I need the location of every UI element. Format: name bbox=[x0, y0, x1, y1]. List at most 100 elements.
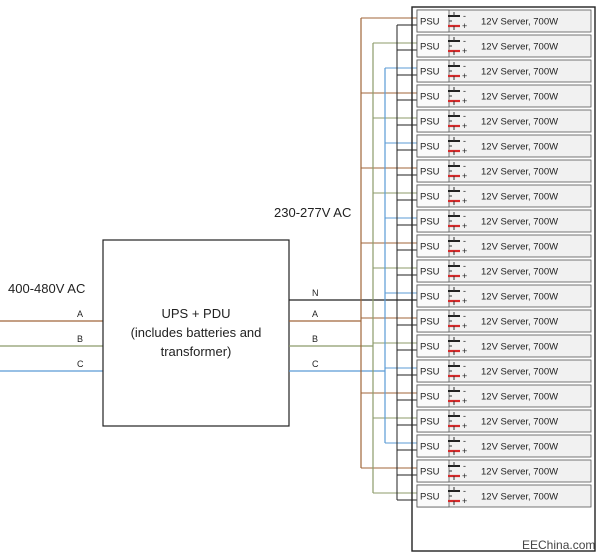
server-row: PSU -+12V Server, 700W bbox=[416, 284, 592, 308]
positive-sign: + bbox=[462, 346, 467, 356]
server-row: PSU-+12V Server, 700W bbox=[416, 434, 592, 458]
positive-sign: + bbox=[462, 171, 467, 181]
server-row: PSU-+12V Server, 700W bbox=[416, 309, 592, 333]
psu-label: PSU bbox=[420, 467, 440, 478]
server-row: PSU-+12V Server, 700W bbox=[416, 209, 592, 233]
negative-sign: - bbox=[463, 361, 466, 371]
server-description: 12V Server, 700W bbox=[481, 317, 558, 328]
positive-sign: + bbox=[462, 196, 467, 206]
server-row: PSU -+12V Server, 700W bbox=[416, 159, 592, 183]
negative-sign: - bbox=[463, 186, 466, 196]
server-row: PSU-+12V Server, 700W bbox=[416, 34, 592, 58]
server-description: 12V Server, 700W bbox=[481, 92, 558, 103]
negative-sign: - bbox=[463, 36, 466, 46]
server-rack bbox=[411, 6, 596, 552]
psu-label: PSU bbox=[420, 392, 440, 403]
negative-sign: - bbox=[463, 136, 466, 146]
psu-label: PSU bbox=[420, 17, 440, 28]
watermark: EEChina.com bbox=[522, 538, 595, 552]
positive-sign: + bbox=[462, 471, 467, 481]
psu-label: PSU bbox=[420, 492, 440, 503]
server-description: 12V Server, 700W bbox=[481, 242, 558, 253]
server-description: 12V Server, 700W bbox=[481, 292, 558, 303]
negative-sign: - bbox=[463, 161, 466, 171]
psu-label: PSU bbox=[420, 167, 440, 178]
psu-label: PSU bbox=[420, 367, 440, 378]
server-description: 12V Server, 700W bbox=[481, 192, 558, 203]
positive-sign: + bbox=[462, 246, 467, 256]
negative-sign: - bbox=[463, 486, 466, 496]
server-row: PSU-+12V Server, 700W bbox=[416, 384, 592, 408]
psu-label: PSU bbox=[420, 42, 440, 53]
server-description: 12V Server, 700W bbox=[481, 42, 558, 53]
output-label-a: A bbox=[312, 309, 318, 319]
positive-sign: + bbox=[462, 96, 467, 106]
psu-label: PSU bbox=[420, 67, 440, 78]
server-description: 12V Server, 700W bbox=[481, 342, 558, 353]
server-row: PSU -+12V Server, 700W bbox=[416, 184, 592, 208]
input-label-a: A bbox=[77, 309, 83, 319]
input-voltage-label: 400-480V AC bbox=[8, 281, 85, 296]
positive-sign: + bbox=[462, 396, 467, 406]
positive-sign: + bbox=[462, 146, 467, 156]
server-description: 12V Server, 700W bbox=[481, 167, 558, 178]
server-description: 12V Server, 700W bbox=[481, 142, 558, 153]
psu-label: PSU bbox=[420, 442, 440, 453]
server-row: PSU -+12V Server, 700W bbox=[416, 359, 592, 383]
output-voltage-label: 230-277V AC bbox=[274, 205, 351, 220]
server-row: PSU-+12V Server, 700W bbox=[416, 9, 592, 33]
positive-sign: + bbox=[462, 421, 467, 431]
server-row: PSU-+12V Server, 700W bbox=[416, 234, 592, 258]
server-description: 12V Server, 700W bbox=[481, 217, 558, 228]
psu-label: PSU bbox=[420, 292, 440, 303]
distribution-wiring bbox=[289, 17, 417, 501]
input-label-b: B bbox=[77, 334, 83, 344]
output-label-b: B bbox=[312, 334, 318, 344]
psu-label: PSU bbox=[420, 117, 440, 128]
server-description: 12V Server, 700W bbox=[481, 392, 558, 403]
psu-label: PSU bbox=[420, 417, 440, 428]
psu-label: PSU bbox=[420, 217, 440, 228]
input-label-c: C bbox=[77, 359, 84, 369]
positive-sign: + bbox=[462, 21, 467, 31]
positive-sign: + bbox=[462, 371, 467, 381]
server-description: 12V Server, 700W bbox=[481, 67, 558, 78]
psu-label: PSU bbox=[420, 92, 440, 103]
server-description: 12V Server, 700W bbox=[481, 367, 558, 378]
negative-sign: - bbox=[463, 286, 466, 296]
negative-sign: - bbox=[463, 336, 466, 346]
psu-label: PSU bbox=[420, 317, 440, 328]
server-description: 12V Server, 700W bbox=[481, 467, 558, 478]
positive-sign: + bbox=[462, 296, 467, 306]
server-row: PSU-+12V Server, 700W bbox=[416, 134, 592, 158]
server-description: 12V Server, 700W bbox=[481, 442, 558, 453]
negative-sign: - bbox=[463, 61, 466, 71]
input-phase-lines bbox=[0, 320, 103, 372]
psu-label: PSU bbox=[420, 192, 440, 203]
output-label-c: C bbox=[312, 359, 319, 369]
server-description: 12V Server, 700W bbox=[481, 492, 558, 503]
server-row: PSU -+12V Server, 700W bbox=[416, 484, 592, 508]
psu-label: PSU bbox=[420, 267, 440, 278]
negative-sign: - bbox=[463, 111, 466, 121]
server-description: 12V Server, 700W bbox=[481, 117, 558, 128]
positive-sign: + bbox=[462, 321, 467, 331]
server-row: PSU -+12V Server, 700W bbox=[416, 334, 592, 358]
positive-sign: + bbox=[462, 446, 467, 456]
server-row: PSU-+12V Server, 700W bbox=[416, 409, 592, 433]
server-description: 12V Server, 700W bbox=[481, 17, 558, 28]
server-row: PSU-+12V Server, 700W bbox=[416, 84, 592, 108]
positive-sign: + bbox=[462, 271, 467, 281]
output-label-n: N bbox=[312, 288, 319, 298]
ups-title: UPS + PDU bbox=[162, 306, 231, 321]
psu-label: PSU bbox=[420, 342, 440, 353]
server-description: 12V Server, 700W bbox=[481, 267, 558, 278]
ups-pdu-box bbox=[102, 239, 290, 427]
positive-sign: + bbox=[462, 496, 467, 506]
server-row: PSU-+12V Server, 700W bbox=[416, 59, 592, 83]
negative-sign: - bbox=[463, 236, 466, 246]
ups-subtitle-1: (includes batteries and bbox=[131, 325, 262, 340]
